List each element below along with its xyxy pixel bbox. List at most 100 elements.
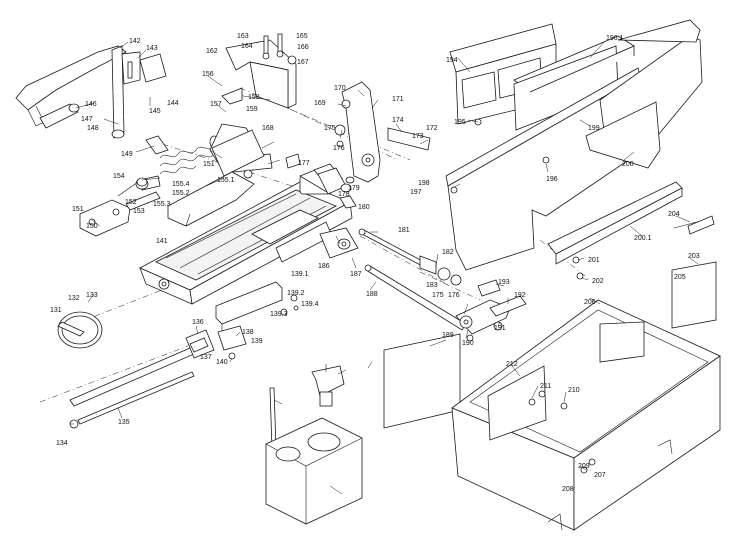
label-157: 157 xyxy=(210,101,222,108)
vise-clamp xyxy=(317,167,359,259)
label-206: 210 xyxy=(568,387,580,394)
label-144: 144 xyxy=(167,100,179,107)
label-140: 140 xyxy=(216,359,228,366)
label-176: 178 xyxy=(338,191,350,198)
label-205: 209 xyxy=(578,463,590,470)
label-168: 170 xyxy=(334,85,346,92)
label-155: 151 xyxy=(203,161,215,168)
label-181: 183 xyxy=(426,282,438,289)
label-139-3: 139.3 xyxy=(270,311,288,318)
label-178: 180 xyxy=(358,204,370,211)
hardware-right xyxy=(572,215,717,329)
label-195: 198 xyxy=(418,180,430,187)
label-198: 201 xyxy=(588,257,600,264)
label-201: 205 xyxy=(674,274,686,281)
label-139-4: 139.4 xyxy=(301,301,319,308)
label-147: 147 xyxy=(81,116,93,123)
label-196: 199 xyxy=(588,125,600,132)
label-158: 158 xyxy=(248,94,260,101)
label-186: 190 xyxy=(462,340,474,347)
label-171: 173 xyxy=(412,133,424,140)
label-173b: 175 xyxy=(432,292,444,299)
label-138: 138 xyxy=(242,329,254,336)
motor-cover-panels xyxy=(445,19,703,271)
label-156: 156 xyxy=(202,71,214,78)
label-174a: 176 xyxy=(333,145,345,152)
label-153: 153 xyxy=(133,208,145,215)
label-187: 191 xyxy=(494,325,506,332)
label-172: 174 xyxy=(392,117,404,124)
label-133: 133 xyxy=(86,292,98,299)
label-159: 159 xyxy=(246,106,258,113)
label-145: 145 xyxy=(149,108,161,115)
label-202: 206 xyxy=(584,299,596,306)
leader-lines xyxy=(70,41,699,495)
label-139-2: 139.2 xyxy=(287,290,305,297)
label-155-4: 155.4 xyxy=(172,181,190,188)
label-169: 171 xyxy=(392,96,404,103)
label-161: 163 xyxy=(237,33,249,40)
label-142: 142 xyxy=(129,38,141,45)
label-197: 200.1 xyxy=(634,235,652,242)
label-175: 177 xyxy=(298,160,310,167)
handwheel xyxy=(57,311,195,429)
blade-guard-plate xyxy=(167,171,255,227)
saw-base xyxy=(139,129,353,305)
label-152: 152 xyxy=(125,199,137,206)
label-163: 165 xyxy=(296,33,308,40)
label-207: 211 xyxy=(540,383,551,390)
label-155-1: 155.1 xyxy=(217,177,235,184)
label-194: 197 xyxy=(410,189,422,196)
label-151: 151 xyxy=(72,206,84,213)
stand-cabinet xyxy=(451,299,721,531)
label-155-3: 155.3 xyxy=(153,201,171,208)
label-141: 141 xyxy=(156,238,168,245)
label-146: 146 xyxy=(85,101,97,108)
label-162: 164 xyxy=(241,43,253,50)
lead-screw xyxy=(358,228,462,286)
feed-block xyxy=(185,325,247,360)
access-panel xyxy=(383,333,461,429)
label-165: 167 xyxy=(297,59,309,66)
label-208: 212 xyxy=(506,361,518,368)
label-179: 181 xyxy=(398,227,410,234)
label-132: 132 xyxy=(68,295,80,302)
label-204: 208 xyxy=(562,486,574,493)
bed-shaft xyxy=(364,264,467,331)
part-labels: 142 143 144 145 146 147 148 149 163 164 … xyxy=(50,33,700,493)
label-185: 189 xyxy=(442,332,454,339)
label-184: 188 xyxy=(366,291,378,298)
label-192: 196 xyxy=(546,176,558,183)
label-200: 203 xyxy=(688,253,700,260)
label-190: 194 xyxy=(446,57,458,64)
clamp-assembly xyxy=(455,279,527,342)
coolant-tank xyxy=(265,364,363,525)
label-173a: 175 xyxy=(324,125,336,132)
label-182: 186 xyxy=(318,263,330,270)
label-203: 207 xyxy=(594,472,606,479)
label-177: 179 xyxy=(348,185,360,192)
label-170: 172 xyxy=(426,125,438,132)
label-183: 187 xyxy=(350,271,362,278)
blade-guard-arm xyxy=(334,81,431,183)
label-137: 137 xyxy=(200,354,212,361)
label-193: 196.1 xyxy=(606,35,624,42)
label-149: 149 xyxy=(121,151,133,158)
label-174b: 176 xyxy=(448,292,460,299)
label-139: 139 xyxy=(251,338,263,345)
label-154: 154 xyxy=(113,173,125,180)
label-155-2: 155.2 xyxy=(172,190,190,197)
label-189: 193 xyxy=(498,279,510,286)
label-200-1: 204 xyxy=(668,211,680,218)
label-167: 169 xyxy=(314,100,326,107)
label-139-1: 139.1 xyxy=(291,271,309,278)
label-188: 192 xyxy=(514,292,526,299)
label-160: 162 xyxy=(206,48,218,55)
label-199: 202 xyxy=(592,278,604,285)
label-136: 136 xyxy=(192,319,204,326)
label-134: 134 xyxy=(56,440,68,447)
label-135: 135 xyxy=(118,419,130,426)
label-131: 131 xyxy=(50,307,62,314)
label-150: 150 xyxy=(86,223,98,230)
